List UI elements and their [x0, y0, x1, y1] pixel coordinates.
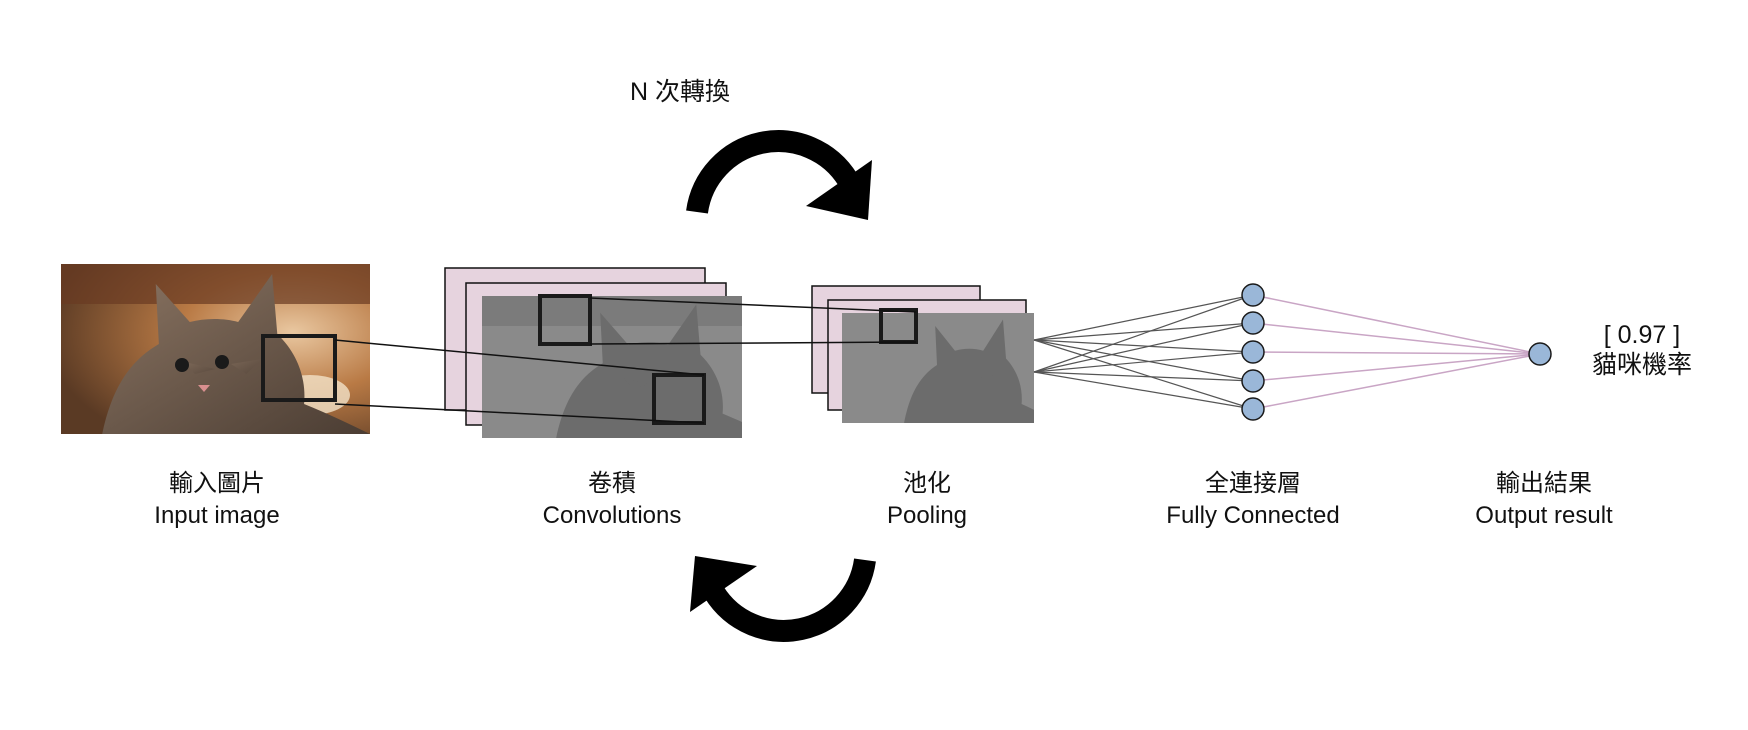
stage-label-zh: 池化 [903, 470, 951, 497]
stage-label-zh: 輸出結果 [1496, 470, 1592, 497]
stage-label-fully-connected: 全連接層 Fully Connected [1103, 468, 1403, 532]
stage-label-en: Input image [154, 502, 280, 529]
transform-title: N 次轉換 [630, 78, 731, 106]
stage-label-output: 輸出結果 Output result [1394, 468, 1694, 532]
stage-label-pooling: 池化 Pooling [777, 468, 1077, 532]
stage-label-en: Output result [1475, 502, 1613, 529]
convolution-layers [444, 267, 742, 438]
probability-value: [ 0.97 ] [1603, 321, 1681, 349]
fc-node [1241, 369, 1265, 393]
stage-label-en: Convolutions [542, 502, 682, 529]
probability-label: 貓咪機率 [1591, 351, 1692, 379]
stage-label-en: Fully Connected [1166, 502, 1340, 529]
pooling-layers [811, 285, 1034, 423]
stage-label-input: 輸入圖片 Input image [67, 468, 367, 532]
output-node [1528, 342, 1552, 366]
cycle-arrow-bottom-icon [690, 556, 876, 642]
stage-label-zh: 卷積 [588, 470, 636, 497]
receptive-field-lines [334, 297, 917, 424]
fc-to-output-lines [1252, 294, 1541, 410]
output-result-value: [ 0.97 ] 貓咪機率 [1562, 320, 1722, 380]
stage-label-en: Pooling [886, 502, 968, 529]
fc-nodes [1241, 283, 1265, 421]
cycle-arrow-top-icon [686, 130, 872, 220]
fc-node [1241, 397, 1265, 421]
fc-node [1241, 283, 1265, 307]
stage-label-zh: 全連接層 [1205, 470, 1301, 497]
fc-node [1241, 340, 1265, 364]
input-image [61, 264, 370, 434]
stage-label-convolutions: 卷積 Convolutions [462, 468, 762, 532]
fc-node [1241, 311, 1265, 335]
pool-to-fc-lines [1033, 294, 1254, 410]
stage-label-zh: 輸入圖片 [169, 470, 265, 497]
